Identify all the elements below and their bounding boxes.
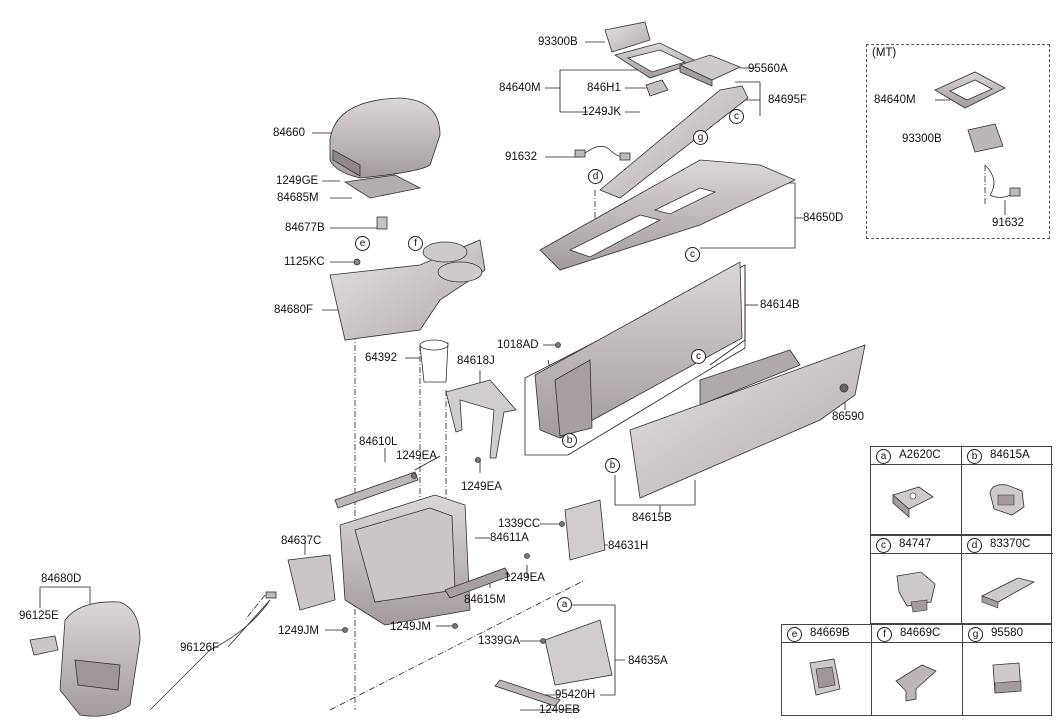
legend-cell-e: e 84669B <box>782 625 872 715</box>
part-label-95560a: 95560A <box>748 63 788 75</box>
legend-code-84747: 84747 <box>899 538 931 550</box>
part-label-mt-84640m: 84640M <box>874 94 916 106</box>
legend-row-3: e 84669B f 84669C g 95580 <box>781 624 1053 716</box>
callout-g: g <box>693 130 708 145</box>
part-label-84615b: 84615B <box>632 512 672 524</box>
callout-e: e <box>355 236 370 251</box>
part-label-64392: 64392 <box>365 352 397 364</box>
part-label-84695f: 84695F <box>768 94 808 106</box>
part-label-84615m: 84615M <box>464 594 506 606</box>
part-label-1249eb: 1249EB <box>539 704 580 716</box>
legend-letter-f: f <box>877 627 892 642</box>
legend-letter-d: d <box>967 538 982 553</box>
legend-row-1: a A2620C b 84615A <box>870 446 1053 535</box>
part-label-1249ge: 1249GE <box>276 175 319 187</box>
part-label-84680f: 84680F <box>274 304 314 316</box>
retainer-clip-icon <box>989 484 1025 516</box>
part-label-84610l: 84610L <box>359 436 398 448</box>
callout-d: d <box>588 169 603 184</box>
part-label-84660: 84660 <box>273 127 305 139</box>
bracket-block-icon <box>809 658 841 696</box>
part-label-84640m: 84640M <box>499 82 541 94</box>
callout-c-panel: c <box>691 349 706 364</box>
legend-row-2: c 84747 d 83370C <box>870 535 1053 624</box>
mt-variant-box <box>866 44 1050 239</box>
callout-c-top: c <box>729 109 744 124</box>
part-label-1018ad: 1018AD <box>497 339 539 351</box>
part-label-1249ea-lower: 1249EA <box>504 572 545 584</box>
legend-code-84669c: 84669C <box>900 627 941 639</box>
part-label-96126f: 96126F <box>180 642 220 654</box>
legend-letter-g: g <box>968 627 983 642</box>
part-label-84631h: 84631H <box>608 540 649 552</box>
part-label-84650d: 84650D <box>803 212 844 224</box>
legend-code-a2620c: A2620C <box>899 449 941 461</box>
part-label-96125e: 96125E <box>19 610 59 622</box>
legend-cell-a: a A2620C <box>871 447 962 534</box>
legend-cell-d: d 83370C <box>962 536 1053 623</box>
part-label-84680d: 84680D <box>41 573 82 585</box>
part-label-84614b: 84614B <box>760 299 800 311</box>
callout-b-panel: b <box>562 433 577 448</box>
part-label-mt-93300b: 93300B <box>902 133 942 145</box>
part-label-mt-91632: 91632 <box>992 217 1024 229</box>
callout-b-side: b <box>605 458 620 473</box>
part-label-84685m: 84685M <box>277 192 319 204</box>
legend-code-84669b: 84669B <box>810 627 850 639</box>
legend-cell-f: f 84669C <box>872 625 963 715</box>
part-label-1249ea-upper: 1249EA <box>396 450 437 462</box>
legend-cell-c: c 84747 <box>871 536 962 623</box>
legend-cell-g: g 95580 <box>963 625 1053 715</box>
connector-block-icon <box>992 662 1022 694</box>
part-label-1339cc: 1339CC <box>498 518 541 530</box>
mt-box-title: (MT) <box>872 47 897 59</box>
callout-a: a <box>557 597 572 612</box>
legend-code-95580: 95580 <box>991 627 1023 639</box>
part-label-1249jm-left: 1249JM <box>278 625 319 637</box>
part-label-846h1: 846H1 <box>587 82 621 94</box>
legend-code-83370c: 83370C <box>990 538 1031 550</box>
trim-clip-icon <box>981 577 1036 609</box>
callout-c-mid: c <box>685 247 700 262</box>
part-label-1249jk: 1249JK <box>582 106 622 118</box>
part-label-84611a: 84611A <box>490 532 529 544</box>
legend-letter-a: a <box>876 449 891 464</box>
legend-letter-b: b <box>967 449 982 464</box>
legend-code-84615a: 84615A <box>990 449 1030 461</box>
part-label-1339ga: 1339GA <box>478 635 521 647</box>
part-label-84677b: 84677B <box>285 222 325 234</box>
part-label-91632: 91632 <box>505 151 537 163</box>
part-label-93300b: 93300B <box>538 36 578 48</box>
part-label-84637c: 84637C <box>281 535 322 547</box>
push-clip-icon <box>896 571 936 613</box>
part-label-95420h: 95420H <box>555 689 596 701</box>
part-label-1249jm-right: 1249JM <box>390 621 431 633</box>
callout-f: f <box>408 236 423 251</box>
legend-letter-c: c <box>876 538 891 553</box>
legend-cell-b: b 84615A <box>962 447 1053 534</box>
clip-nut-icon <box>892 486 934 518</box>
mount-bracket-icon <box>895 664 937 702</box>
part-label-1125kc: 1125KC <box>284 256 325 268</box>
part-label-84618j: 84618J <box>457 355 495 367</box>
legend-letter-e: e <box>787 627 802 642</box>
part-label-86590: 86590 <box>832 411 864 423</box>
part-label-1249ea-mid: 1249EA <box>461 481 502 493</box>
part-label-84635a: 84635A <box>628 655 668 667</box>
